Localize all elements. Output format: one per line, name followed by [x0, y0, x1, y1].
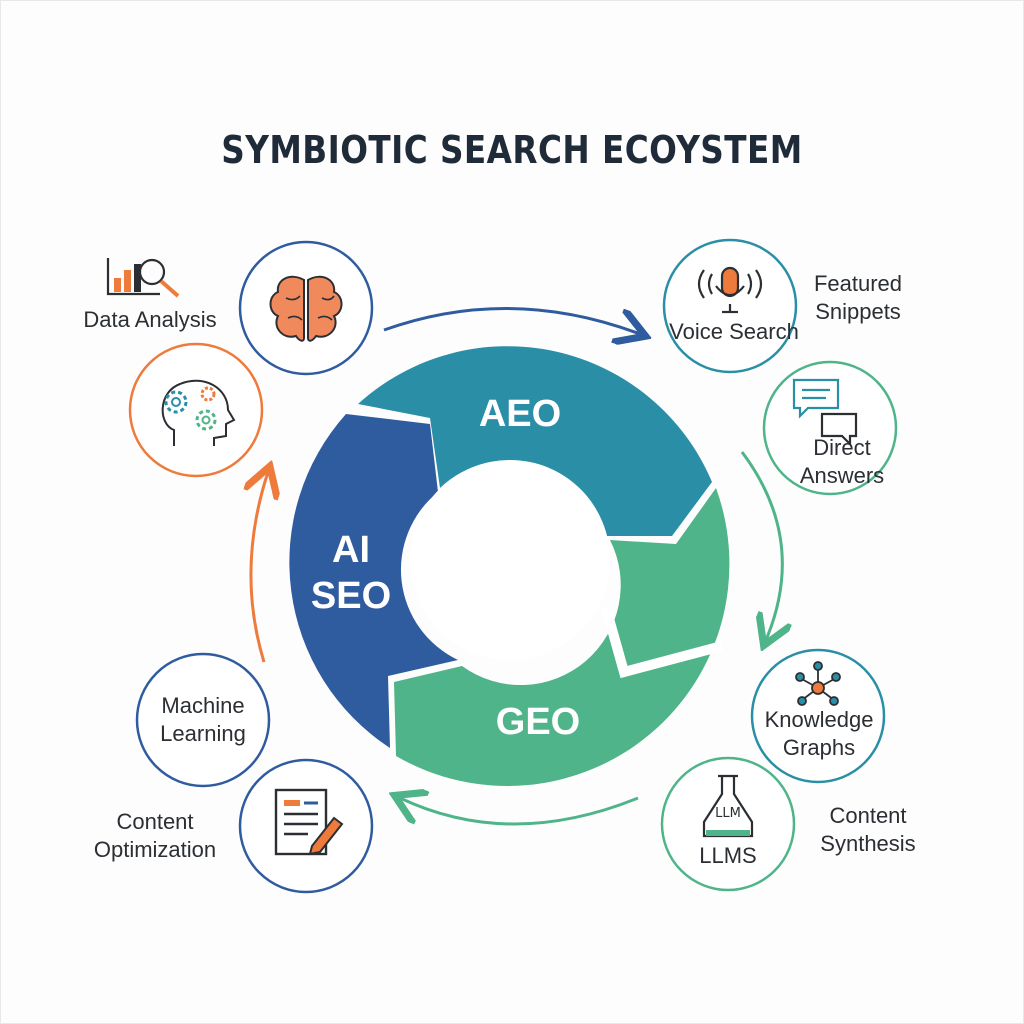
brain-circle[interactable]	[238, 240, 374, 376]
featured-snippets-label-1: Featured	[813, 271, 903, 296]
knowledge-graph-icon	[795, 661, 841, 706]
geo-label: GEO	[495, 701, 581, 743]
document-pencil-icon	[274, 788, 344, 856]
chat-bubbles-icon	[792, 378, 858, 447]
right-flow-arrow	[740, 451, 782, 640]
content-synthesis-label-2: Synthesis	[820, 831, 916, 856]
llm-flask-icon	[702, 774, 754, 838]
content-optimization-label-1: Content	[116, 809, 194, 834]
geo-segment[interactable]	[394, 488, 730, 786]
content-synthesis-label-1: Content	[829, 803, 907, 828]
content-optimization-label-2: Optimization	[93, 837, 217, 862]
ai-label: AI	[332, 529, 370, 571]
voice-search-label: Voice Search	[669, 319, 799, 344]
llm-flask-text: LLM	[715, 806, 741, 821]
ai-head-gears-icon	[161, 379, 236, 446]
top-flow-arrow	[383, 306, 640, 334]
knowledge-graphs-circle[interactable]	[750, 648, 886, 784]
microphone-icon	[697, 266, 763, 314]
llms-circle[interactable]	[660, 756, 796, 892]
direct-answers-label-1: Direct	[813, 435, 871, 460]
llms-label: LLMS	[699, 843, 757, 868]
machine-learning-circle[interactable]	[135, 652, 271, 788]
machine-learning-label-2: Learning	[160, 721, 246, 746]
knowledge-graphs-label-2: Graphs	[782, 735, 856, 760]
ai-seo-segment[interactable]	[289, 414, 458, 748]
machine-learning-label-1: Machine	[161, 693, 245, 718]
aeo-segment[interactable]	[358, 346, 712, 536]
featured-snippets-label-2: Snippets	[815, 299, 901, 324]
seo-label: SEO	[310, 575, 392, 617]
left-flow-arrow	[251, 472, 268, 663]
ring	[289, 346, 730, 786]
ai-head-circle[interactable]	[128, 342, 264, 478]
bottom-flow-arrow	[400, 798, 639, 826]
data-analysis-icon	[106, 258, 180, 298]
brain-icon	[269, 275, 343, 342]
aeo-label: AEO	[478, 393, 562, 435]
knowledge-graphs-label-1: Knowledge	[764, 707, 874, 732]
direct-answers-label-2: Answers	[799, 463, 885, 488]
diagram-title: SYMBIOTIC SEARCH ECOYSTEM	[221, 128, 803, 172]
data-analysis-label: Data Analysis	[83, 307, 217, 332]
